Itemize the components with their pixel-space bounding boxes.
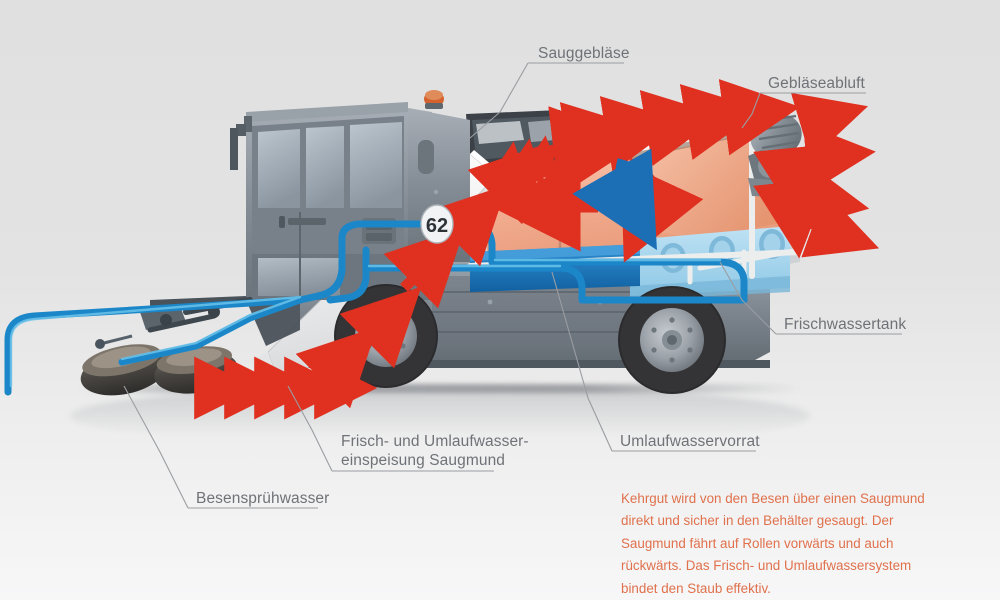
ground-shadow	[80, 384, 800, 393]
door-number-badge: 62	[420, 204, 454, 244]
debris-container-cutaway	[466, 101, 800, 278]
chassis-body	[300, 262, 770, 368]
airflow-arrows-red	[194, 79, 880, 420]
water-piping	[4, 220, 748, 396]
ground-reflection	[70, 386, 810, 446]
description-line: bindet den Staub effektiv.	[621, 580, 771, 596]
beacon-light	[424, 90, 444, 109]
fresh-water-tank-group	[630, 226, 790, 300]
body-upper-rear	[408, 108, 470, 262]
label-frischwassertank: Frischwassertank	[784, 316, 907, 333]
cab	[230, 102, 432, 300]
description-text: Kehrgut wird von den Besen über einen Sa…	[621, 488, 931, 600]
label-besenspruehwasser: Besensprühwasser	[196, 490, 330, 507]
description-line: Saugmund fährt auf Rollen vorwärts und a…	[621, 535, 894, 551]
suction-duct-ramp	[221, 150, 500, 402]
description-line: direkt und sicher in den Behälter gesaug…	[621, 513, 894, 529]
water-piping-highlight	[9, 258, 722, 388]
rear-wheel	[618, 286, 726, 394]
airflow-curves-red	[489, 106, 704, 263]
container-frame-rails	[467, 131, 803, 289]
label-sauggeblaese: Sauggebläse	[538, 45, 630, 62]
front-wheel	[334, 284, 438, 388]
label-frisch-und-umlaufwasser-einspeisung: Frisch- und Umlaufwasser- einspeisung Sa…	[341, 433, 529, 469]
water-flow-arrow-blue	[572, 148, 657, 251]
label-umlaufwasservorrat: Umlaufwasservorrat	[620, 433, 760, 450]
circulation-water-reservoir	[470, 244, 640, 292]
door-number-text: 62	[426, 215, 448, 237]
description-line: Kehrgut wird von den Besen über einen Sa…	[621, 491, 925, 506]
label-geblaeseabluft: Gebläseabluft	[768, 75, 865, 92]
description-line: rückwärts. Das Frisch- und Umlaufwassers…	[621, 558, 912, 574]
suction-fan-blower	[748, 113, 802, 198]
